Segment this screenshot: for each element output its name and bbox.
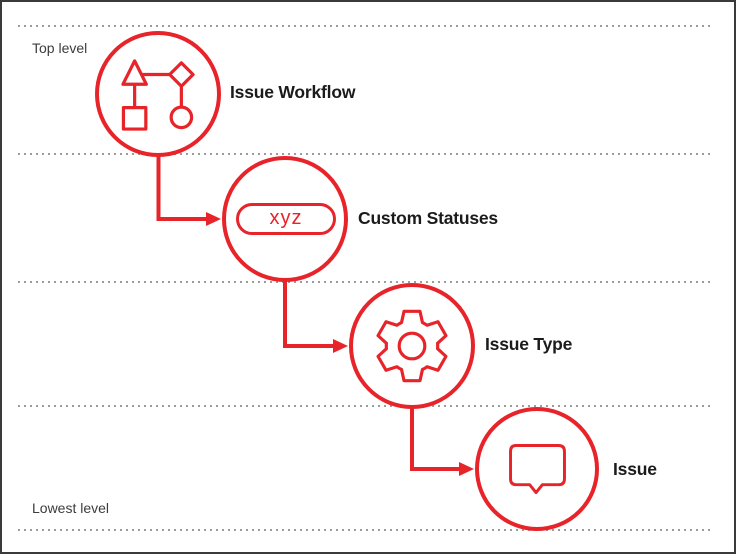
level-divider-3	[18, 281, 712, 283]
node-label-issue-type: Issue Type	[485, 334, 573, 354]
arrow-statuses-to-type	[283, 278, 334, 348]
arrowhead-3	[459, 462, 474, 476]
level-divider-4	[18, 405, 712, 407]
status-pill-text: xyz	[269, 207, 303, 229]
top-level-label: Top level	[32, 40, 88, 56]
gear-icon	[376, 309, 448, 383]
node-circle-issue-type	[349, 283, 475, 409]
lowest-level-label: Lowest level	[32, 500, 110, 516]
node-label-issue-workflow: Issue Workflow	[230, 82, 356, 102]
speech-bubble-icon	[508, 443, 566, 494]
status-pill-icon: xyz	[236, 203, 336, 235]
node-circle-issue	[475, 407, 599, 531]
node-label-issue: Issue	[613, 459, 657, 479]
node-circle-custom-statuses: xyz	[222, 156, 348, 282]
level-divider-1	[18, 25, 712, 27]
arrowhead-1	[206, 212, 221, 226]
workflow-icon	[121, 59, 195, 131]
level-divider-5	[18, 529, 712, 531]
arrow-workflow-to-statuses	[156, 152, 207, 221]
arrowhead-2	[333, 339, 348, 353]
level-divider-2	[18, 153, 712, 155]
node-label-custom-statuses: Custom Statuses	[358, 208, 498, 228]
arrow-type-to-issue	[410, 405, 460, 471]
node-circle-issue-workflow	[95, 31, 221, 157]
